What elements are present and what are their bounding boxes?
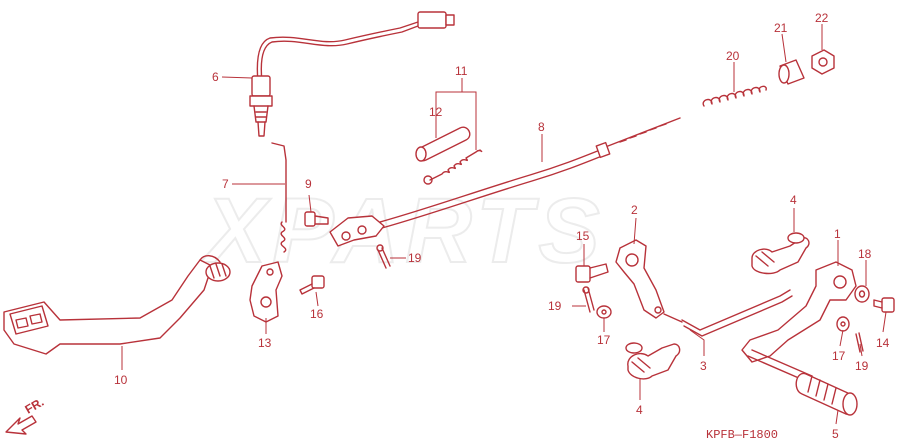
- front-direction-label: FR.: [23, 395, 47, 417]
- part-17-washer-a: [596, 305, 612, 319]
- callout-19-c: 19: [855, 359, 869, 373]
- part-3-shift-rod: [663, 289, 793, 337]
- part-1-gearshift-pedal: [741, 261, 857, 383]
- part-11-return-spring: [423, 149, 483, 185]
- part-14-bolt: [873, 297, 895, 313]
- part-12-spring-sleeve: [415, 126, 471, 162]
- callout-10: 10: [114, 373, 128, 387]
- callout-17-a: 17: [597, 333, 611, 347]
- callout-8: 8: [538, 120, 545, 134]
- callout-9: 9: [305, 177, 312, 191]
- callout-12: 12: [429, 105, 443, 119]
- callout-labels: 6 7 9 11 12 8 19 10 13 16 15 19 17 2 4 4…: [114, 11, 890, 441]
- callout-21: 21: [774, 21, 788, 35]
- part-10-brake-pedal: [3, 255, 231, 355]
- part-19-cotter-pin-c: [855, 332, 864, 353]
- part-2-brake-arm: [615, 239, 665, 319]
- watermark-text: XPARTS: [200, 180, 606, 282]
- callout-5: 5: [832, 427, 839, 441]
- callout-7: 7: [222, 177, 229, 191]
- front-direction-arrow: FR.: [5, 395, 47, 435]
- callout-3: 3: [700, 359, 707, 373]
- part-16-bolt: [299, 275, 325, 295]
- callout-16: 16: [310, 307, 324, 321]
- part-7-switch-spring: [271, 142, 287, 253]
- callout-18: 18: [858, 247, 872, 261]
- part-15-bolt: [575, 263, 609, 283]
- callout-4-a: 4: [790, 193, 797, 207]
- part-17-washer-b: [836, 316, 850, 332]
- part-6-stop-switch: [249, 11, 455, 137]
- callout-11: 11: [455, 64, 468, 78]
- part-4-rod-joint-upper: [751, 232, 810, 275]
- part-22-nut: [811, 49, 835, 75]
- part-4-rod-joint-lower: [625, 342, 681, 380]
- part-19-cotter-pin-b: [582, 286, 595, 313]
- callout-1: 1: [834, 227, 841, 241]
- callout-22: 22: [815, 11, 829, 25]
- callout-15: 15: [576, 229, 590, 243]
- callout-17-b: 17: [832, 349, 846, 363]
- callout-6: 6: [212, 70, 219, 84]
- part-13-switch-arm: [249, 261, 283, 323]
- diagram-code: KPFB—F1800: [706, 428, 778, 442]
- callout-13: 13: [258, 336, 272, 350]
- callout-4-b: 4: [636, 403, 643, 417]
- part-8-brake-rod: [329, 117, 681, 247]
- callout-20: 20: [726, 49, 740, 63]
- part-20-spring: [702, 85, 767, 107]
- callout-14: 14: [876, 336, 890, 350]
- leader-lines: [121, 24, 887, 425]
- callout-2: 2: [631, 203, 638, 217]
- part-21-collar: [778, 59, 805, 85]
- part-18-washer: [854, 285, 870, 303]
- part-5-shift-rubber: [795, 372, 858, 416]
- callout-19-a: 19: [408, 251, 422, 265]
- part-9-bolt: [304, 211, 329, 227]
- part-19-cotter-pin-a: [376, 244, 391, 269]
- callout-19-b: 19: [548, 299, 562, 313]
